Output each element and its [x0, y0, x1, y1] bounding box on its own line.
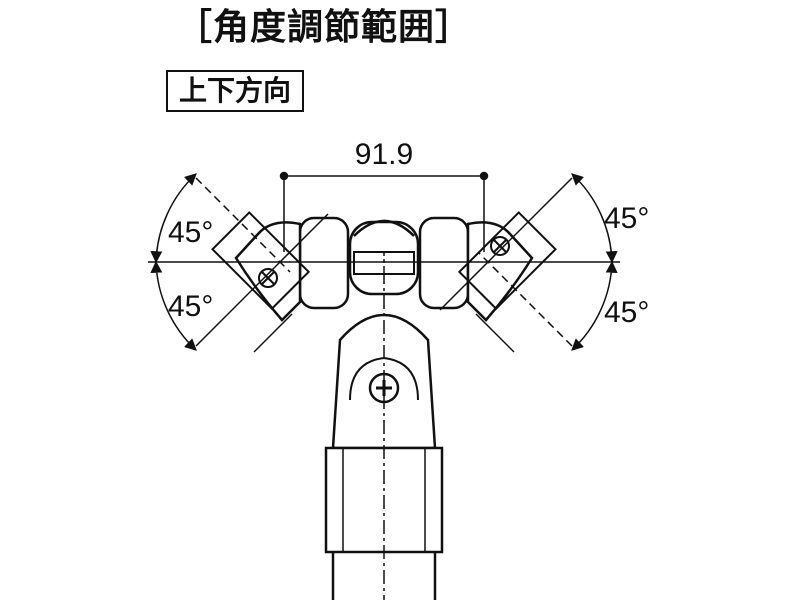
width-dimension-label: 91.9: [355, 138, 413, 171]
central-hub: [348, 219, 420, 296]
right-screw-icon: [490, 236, 510, 256]
width-dimension: [279, 171, 489, 252]
diagram-title: ［角度調節範囲］: [176, 7, 473, 48]
left-arm: [211, 211, 350, 322]
right-arm: [418, 211, 557, 322]
left-upper-angle-label: 45°: [168, 216, 213, 249]
right-angle-arcs: [571, 173, 618, 351]
left-lower-angle-label: 45°: [168, 290, 213, 323]
center-lines: [148, 177, 620, 600]
left-screw-icon: [258, 268, 278, 288]
left-angle-arcs: [150, 173, 197, 351]
right-lower-angle-label: 45°: [604, 296, 649, 329]
direction-label: 上下方向: [166, 70, 304, 112]
right-upper-angle-label: 45°: [604, 202, 649, 235]
